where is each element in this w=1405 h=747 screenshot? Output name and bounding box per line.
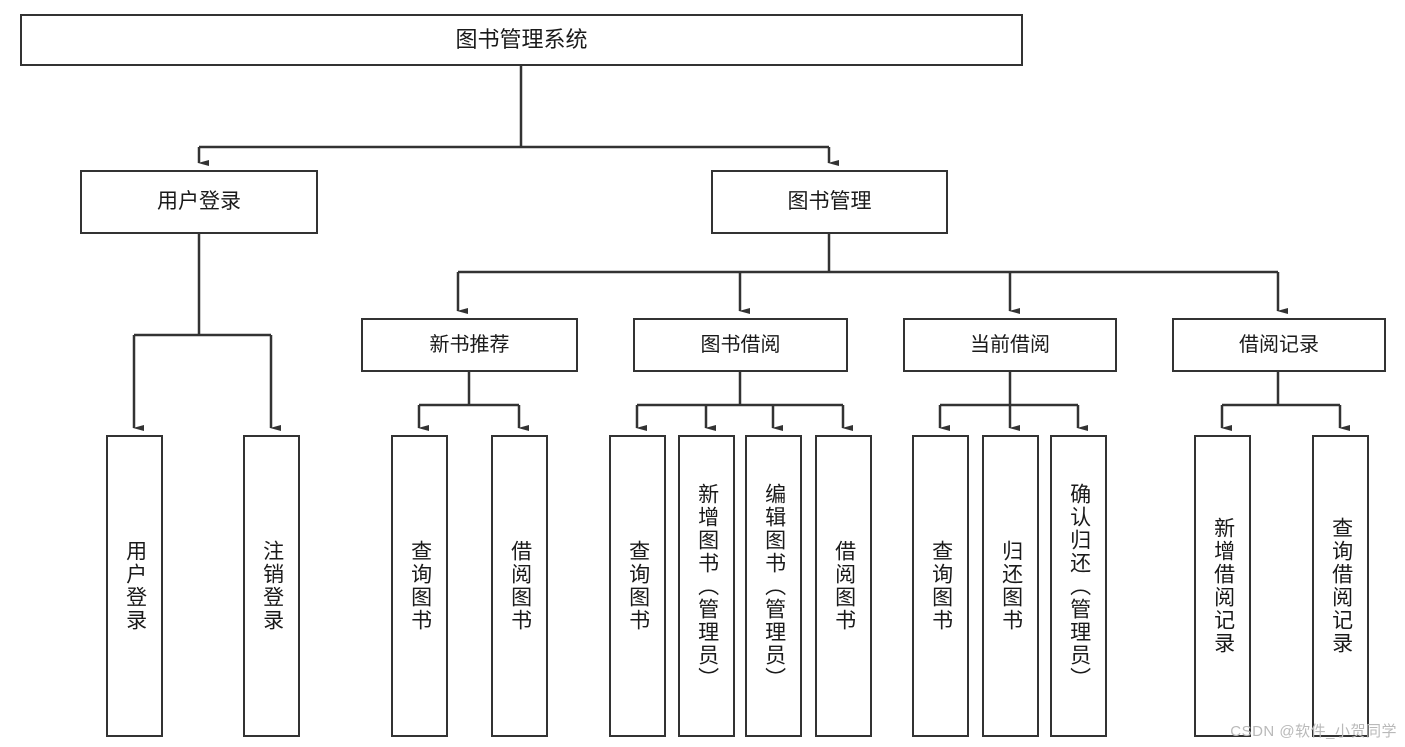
node-label: 新增图书（管理员） xyxy=(695,482,719,690)
watermark: CSDN @软件_小贺同学 xyxy=(1230,723,1397,740)
leaf-current-confirm-return-admin[interactable]: 确认归还（管理员） xyxy=(1050,435,1107,737)
leaf-recommend-borrow-book[interactable]: 借阅图书 xyxy=(491,435,548,737)
node-label: 查询图书 xyxy=(626,540,650,632)
leaf-current-return-book[interactable]: 归还图书 xyxy=(982,435,1039,737)
node-user-login[interactable]: 用户登录 xyxy=(80,170,318,234)
leaf-borrow-edit-book-admin[interactable]: 编辑图书（管理员） xyxy=(745,435,802,737)
leaf-user-login-logout[interactable]: 注销登录 xyxy=(243,435,300,737)
node-label: 新书推荐 xyxy=(429,333,510,356)
node-new-book-recommend[interactable]: 新书推荐 xyxy=(361,318,578,372)
leaf-current-query-book[interactable]: 查询图书 xyxy=(912,435,969,737)
leaf-borrow-add-book-admin[interactable]: 新增图书（管理员） xyxy=(678,435,735,737)
leaf-borrow-query-book[interactable]: 查询图书 xyxy=(609,435,666,737)
node-book-management[interactable]: 图书管理 xyxy=(711,170,948,234)
node-label: 用户登录 xyxy=(157,189,241,213)
node-book-borrow[interactable]: 图书借阅 xyxy=(633,318,848,372)
node-label: 用户登录 xyxy=(123,540,147,632)
leaf-borrow-borrow-book[interactable]: 借阅图书 xyxy=(815,435,872,737)
node-borrow-record[interactable]: 借阅记录 xyxy=(1172,318,1386,372)
leaf-user-login-login[interactable]: 用户登录 xyxy=(106,435,163,737)
node-root-book-management-system[interactable]: 图书管理系统 xyxy=(20,14,1023,66)
leaf-record-query-record[interactable]: 查询借阅记录 xyxy=(1312,435,1369,737)
node-label: 编辑图书（管理员） xyxy=(762,482,786,690)
node-label: 图书管理 xyxy=(787,189,872,213)
node-label: 归还图书 xyxy=(999,540,1023,632)
node-label: 借阅图书 xyxy=(508,540,532,632)
node-label: 查询借阅记录 xyxy=(1329,517,1353,655)
node-current-borrow[interactable]: 当前借阅 xyxy=(903,318,1117,372)
node-label: 图书借阅 xyxy=(700,333,781,356)
leaf-record-add-record[interactable]: 新增借阅记录 xyxy=(1194,435,1251,737)
node-label: 注销登录 xyxy=(260,540,284,632)
node-label: 确认归还（管理员） xyxy=(1067,482,1091,690)
node-label: 新增借阅记录 xyxy=(1211,517,1235,655)
node-label: 查询图书 xyxy=(929,540,953,632)
node-label: 当前借阅 xyxy=(970,333,1050,356)
leaf-recommend-query-book[interactable]: 查询图书 xyxy=(391,435,448,737)
node-label: 借阅记录 xyxy=(1239,333,1319,356)
node-label: 图书管理系统 xyxy=(455,27,588,53)
node-label: 借阅图书 xyxy=(832,540,856,632)
node-label: 查询图书 xyxy=(408,540,432,632)
